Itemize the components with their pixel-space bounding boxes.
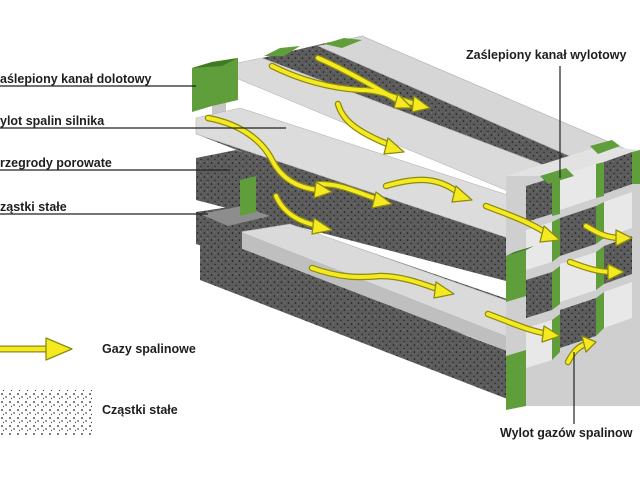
lower-porous-channel	[196, 150, 548, 282]
legend-particles-label: Cząstki stałe	[102, 403, 178, 417]
gas-flow-arrows	[204, 54, 624, 366]
inlet-plug-back-2	[324, 38, 362, 48]
flow-arrow	[316, 56, 402, 104]
label-gas-outlet: Wylot gazów spalinow	[500, 426, 633, 440]
label-outlet-plug: Zaślepiony kanał wylotowy	[466, 48, 627, 62]
filter-channels	[192, 35, 640, 410]
flow-arrow	[206, 116, 320, 192]
outlet-grid	[526, 152, 632, 368]
flow-arrow	[316, 182, 382, 202]
legend-exhaust-gases-label: Gazy spalinowe	[102, 342, 196, 356]
legend-particles-symbol	[0, 390, 92, 436]
inlet-plug-top	[192, 58, 238, 112]
flow-arrow	[336, 102, 394, 148]
legend-arrow-symbol	[0, 337, 73, 361]
arrow-heads	[311, 93, 633, 353]
flow-arrow	[484, 204, 550, 236]
flow-arrow	[310, 266, 442, 292]
bottom-porous-slab	[200, 206, 510, 400]
lower-wall-front	[240, 232, 510, 352]
label-inlet-plug: aślepiony kanał dolotowy	[0, 72, 152, 86]
flow-arrow	[384, 177, 462, 196]
label-porous-walls: rzegrody porowate	[0, 156, 112, 170]
inlet-plugs	[192, 38, 362, 216]
label-solid-particles: ząstki stałe	[0, 200, 67, 214]
label-engine-exhaust-inlet: ylot spalin silnika	[0, 114, 105, 128]
inlet-plug-mid	[240, 176, 256, 216]
inlet-plug-back-1	[264, 46, 300, 56]
leader-lines	[0, 66, 575, 424]
